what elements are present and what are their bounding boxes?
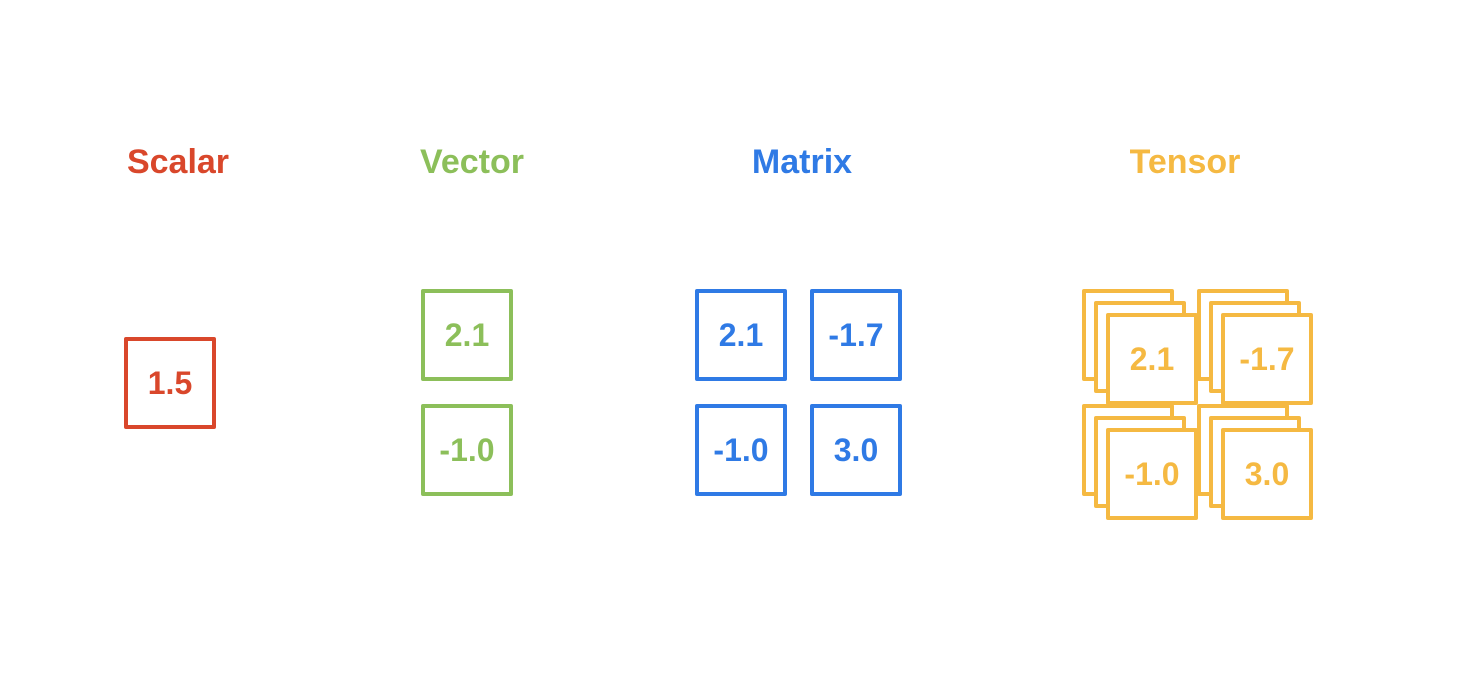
- tensor-cell: -1.0: [1106, 428, 1198, 520]
- tensor-cell: 3.0: [1221, 428, 1313, 520]
- matrix-cell: -1.7: [810, 289, 902, 381]
- vector-title: Vector: [420, 143, 524, 181]
- vector-cell: 2.1: [421, 289, 513, 381]
- scalar-cell: 1.5: [124, 337, 216, 429]
- tensor-title: Tensor: [1129, 143, 1241, 181]
- matrix-cell: -1.0: [695, 404, 787, 496]
- tensor-cell: -1.7: [1221, 313, 1313, 405]
- scalar-title: Scalar: [126, 143, 230, 181]
- matrix-title: Matrix: [751, 143, 853, 181]
- vector-cell: -1.0: [421, 404, 513, 496]
- tensor-cell: 2.1: [1106, 313, 1198, 405]
- matrix-cell: 2.1: [695, 289, 787, 381]
- matrix-cell: 3.0: [810, 404, 902, 496]
